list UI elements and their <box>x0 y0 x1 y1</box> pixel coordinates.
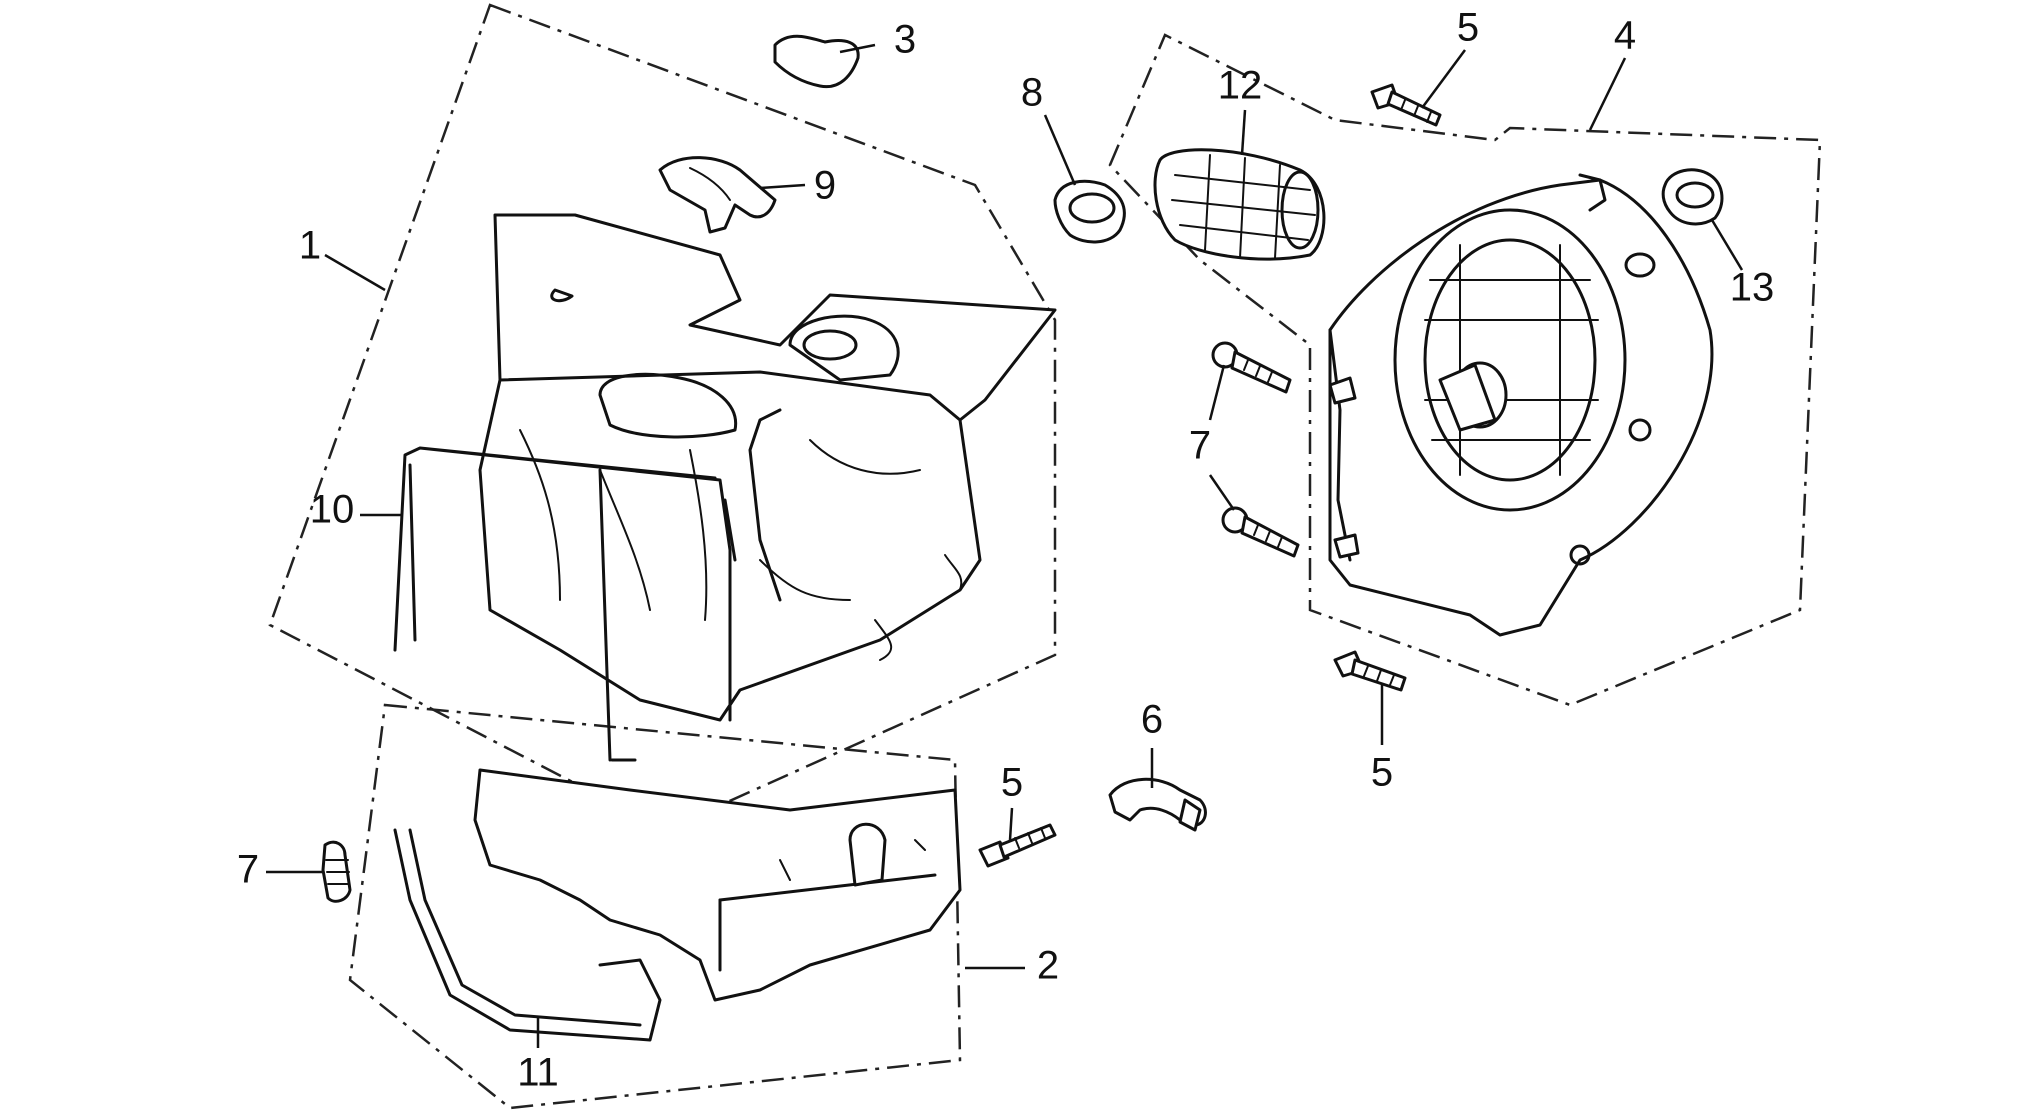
upper-engine-shroud <box>478 213 1057 722</box>
leader-12 <box>1240 109 1247 156</box>
leader-8 <box>1043 114 1077 186</box>
part-5-bolt-top <box>1370 83 1442 127</box>
leader-1 <box>324 253 386 292</box>
part-12-fan-screen <box>1153 148 1326 261</box>
callout-13: 13 <box>1730 266 1775 310</box>
callout-5-bottom: 5 <box>1371 751 1393 795</box>
callout-10: 10 <box>310 488 355 532</box>
callout-8: 8 <box>1021 71 1043 115</box>
callout-6: 6 <box>1141 698 1163 742</box>
callout-5-top: 5 <box>1457 6 1479 50</box>
callout-12: 12 <box>1218 64 1263 108</box>
callout-11: 11 <box>517 1051 559 1095</box>
group-boundary-fan-cover <box>1108 33 1822 707</box>
callout-4: 4 <box>1614 14 1636 58</box>
part-4-fan-cover <box>1328 173 1714 637</box>
leader-3 <box>839 43 876 54</box>
part-13-seal <box>1661 168 1724 226</box>
callout-7-right: 7 <box>1189 424 1211 468</box>
leader-7-right-b <box>1208 474 1236 511</box>
leader-5-middle <box>1008 807 1014 841</box>
part-3-grommet <box>773 34 860 89</box>
part-7-screw-upper-right <box>1211 341 1292 394</box>
callout-7-left: 7 <box>237 848 259 892</box>
leader-13 <box>1710 219 1744 271</box>
part-5-bolt-middle <box>978 823 1057 868</box>
leader-5-top <box>1420 49 1467 109</box>
part-8-seal <box>1053 179 1126 244</box>
part-6-clamp <box>1108 777 1207 832</box>
leader-4 <box>1588 57 1627 131</box>
group-boundary-lower-shroud <box>348 703 962 1110</box>
part-7-screw-left <box>321 840 352 903</box>
callout-2: 2 <box>1037 944 1059 988</box>
callout-5-middle: 5 <box>1001 761 1023 805</box>
callout-1: 1 <box>299 224 321 268</box>
part-9-clip <box>658 156 777 234</box>
callout-3: 3 <box>894 18 916 62</box>
part-5-bolt-bottom <box>1333 650 1407 692</box>
wire-frame <box>393 446 737 762</box>
callout-9: 9 <box>814 164 836 208</box>
leader-7-right-a <box>1208 364 1226 421</box>
leader-9 <box>759 183 806 190</box>
group-boundary-shroud <box>268 3 1057 832</box>
part-7-screw-lower-right <box>1221 506 1300 558</box>
lower-engine-shroud <box>473 768 962 1002</box>
wire-frame-lower <box>393 828 662 1042</box>
